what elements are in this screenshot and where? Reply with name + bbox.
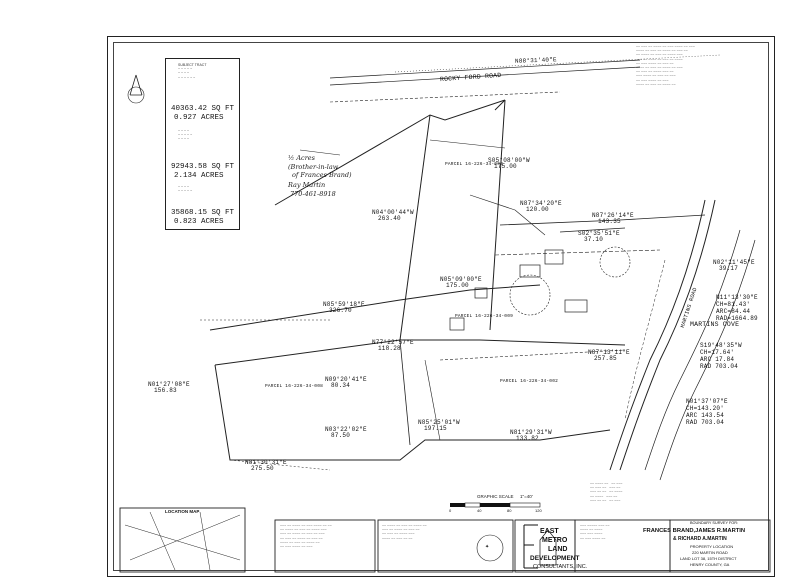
client-name-line: & RICHARD A.MARTIN [673,536,727,542]
firm-name-line: CONSULTANTS, INC. [533,564,588,570]
graphic-scale-bar [450,502,541,508]
scale-tick: 80 [507,508,512,513]
parcel-label: PARCEL 16-226-34-008 [265,384,324,389]
area-table-notes: ~ ~ ~ ~~ ~ ~ ~ ~ [178,185,193,194]
parcel-label: PARCEL 16-226-34-002 [500,379,559,384]
parcel-label: PARCEL 16-226-34-003 [445,162,504,167]
legend-block: ~~ ~~~~ ~~ ~~ ~~~~~ ~~~ ~~ ~~~ ~~~~~ ~~ … [590,482,623,503]
scale-tick: 120 [535,508,542,513]
handwritten-note-line: ½ Acres [288,154,315,162]
area-table-notes: SUBJECT TRACT~ ~ ~ ~ ~~ ~ ~ ~~ ~ ~ ~ ~ ~ [178,63,207,80]
prepared-for-label: BOUNDARY SURVEY FOR: [690,521,739,525]
graphic-scale-ratio: 1"=40' [520,494,533,499]
handwritten-note-line: Ray Martin [288,181,326,189]
firm-name-line: DEVELOPMENT [530,555,580,562]
area-table-notes: ~ ~ ~ ~~ ~ ~ ~ ~~ ~ ~ ~ [178,129,193,142]
property-location-label: PROPERTY LOCATION [690,544,734,549]
area-sqft-1: 40363.42 SQ FT [171,105,235,113]
location-map-title: LOCATION MAP [165,509,200,514]
handwritten-note-line: 770-461-8918 [290,190,336,198]
handwritten-note-line: of Frances Brand) [292,171,352,179]
firm-contact: ~~~ ~~~~~ ~~~ ~~~~~~ ~~ ~~~~~~~ ~~~ ~~~~… [580,524,610,541]
land-lot: LAND LOT 38, 15TH DISTRICT [680,556,737,561]
graphic-scale-label: GRAPHIC SCALE [477,494,514,499]
area-table: SUBJECT TRACT~ ~ ~ ~ ~~ ~ ~ ~~ ~ ~ ~ ~ ~… [165,58,240,230]
firm-name-line: METRO [542,537,568,544]
scale-tick: 40 [477,508,482,513]
drawing-border [107,36,775,577]
survey-notes-block: ~~ ~~~ ~~ ~~~~ ~~ ~~~ ~~~~ ~~ ~~~~~~~ ~~… [636,45,695,87]
area-sqft-3: 35868.15 SQ FT [171,209,235,217]
area-sqft-2: 92943.58 SQ FT [171,163,235,171]
client-name-line: FRANCES BRAND,JAMES R.MARTIN [643,528,746,534]
handwritten-note-line: (Brother-in-law [288,163,339,171]
surveyor-seal-icon: ✦ [485,544,490,550]
scale-tick: 0 [449,508,452,513]
opinion-text: ~~ ~~~~ ~~ ~~~ ~~ ~~~~ ~~~~~ ~~ ~~~~ ~~ … [382,524,427,541]
street-label-cove: MARTINS COVE [690,321,740,328]
county-label: HENRY COUNTY, GA [690,562,730,567]
area-acres-1: 0.927 ACRES [174,114,224,122]
drawing-inner-border [113,42,769,571]
property-address: 220 MARTIN ROAD [692,550,728,555]
area-acres-2: 2.134 ACRES [174,172,224,180]
area-acres-3: 0.823 ACRES [174,218,224,226]
firm-name-line: LAND [548,546,568,553]
certification-text: ~~~ ~~ ~~~~ ~~ ~~~ ~~~~ ~~ ~~~~ ~~~~ ~~ … [280,524,332,550]
parcel-label: PARCEL 16-226-34-009 [455,314,514,319]
firm-name-line: EAST [540,528,559,535]
